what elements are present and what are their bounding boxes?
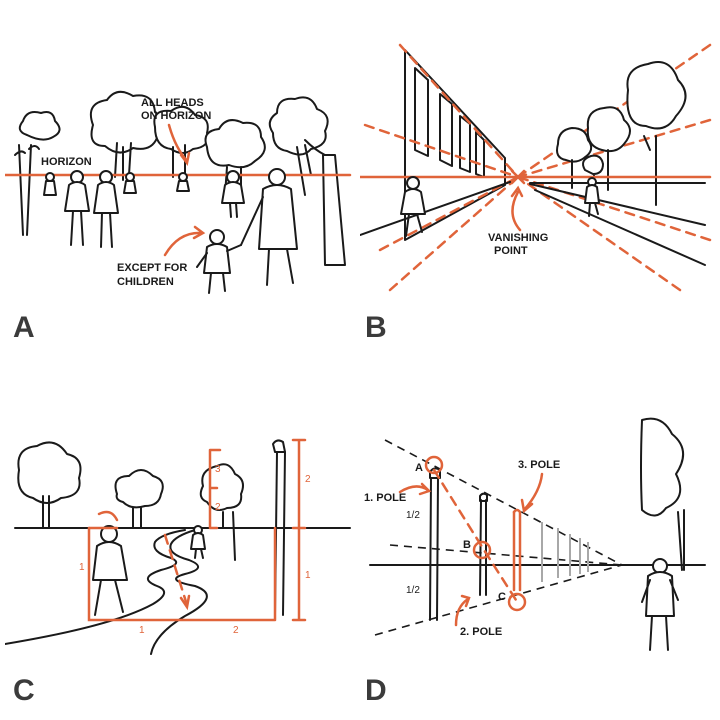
point-a-label: A xyxy=(415,462,423,474)
vanishing-point-label-line1: VANISHING xyxy=(488,232,548,244)
pole-1 xyxy=(429,467,441,621)
person-icon xyxy=(176,172,190,192)
measurement-box xyxy=(87,526,277,622)
tree-icon xyxy=(18,111,61,141)
marker-b xyxy=(472,540,492,560)
tree-icon xyxy=(268,96,329,196)
building-icon xyxy=(404,49,506,241)
vanishing-point-arrow xyxy=(510,185,524,232)
pole-3-label: 3. POLE xyxy=(518,459,560,471)
person-icon xyxy=(92,525,128,616)
tree-measure-2: 2 xyxy=(215,502,221,513)
perspective-guide xyxy=(363,123,520,179)
pole-measure-2: 2 xyxy=(305,474,311,485)
tree-icon xyxy=(114,469,164,529)
path-arrow xyxy=(163,533,189,607)
panel-c-illustration: 1 1 2 3 2 2 1 xyxy=(5,438,351,655)
perspective-guide xyxy=(388,175,520,292)
person-icon xyxy=(221,170,245,218)
pole1-arrow xyxy=(398,482,432,496)
diagonal-construction xyxy=(432,468,518,602)
person-icon xyxy=(641,558,679,651)
pole2-arrow xyxy=(454,594,471,627)
vanishing-point-label-line2: POINT xyxy=(494,245,528,257)
perspective-guide xyxy=(384,439,623,566)
perspective-guide xyxy=(389,544,623,566)
perspective-guide xyxy=(374,564,623,636)
winding-path xyxy=(150,529,208,655)
children-arrow xyxy=(163,225,206,257)
panel-b-letter: B xyxy=(365,311,387,344)
measure-left-1: 1 xyxy=(79,562,85,573)
all-heads-arrow xyxy=(167,123,191,166)
person-icon xyxy=(584,177,600,217)
panel-d-illustration: A B C 1. POLE 3. POLE 2. POLE 1/2 1/2 xyxy=(364,417,706,651)
measure-bottom-2: 2 xyxy=(233,625,239,636)
panel-a-illustration: HORIZON ALL HEADS ON HORIZON EXCEPT FOR … xyxy=(5,90,352,294)
person-icon xyxy=(400,176,426,237)
tree-icon xyxy=(640,417,685,571)
perspective-guide xyxy=(516,175,712,242)
panel-a-letter: A xyxy=(13,311,35,344)
child-figure xyxy=(196,229,242,294)
tree-icon xyxy=(626,61,687,206)
person-icon xyxy=(123,172,137,194)
path-arrow-head xyxy=(179,594,191,611)
pole-1-label: 1. POLE xyxy=(364,492,406,504)
lamp-pole-icon xyxy=(272,439,286,616)
adult-figure xyxy=(240,168,298,286)
pole-2-label: 2. POLE xyxy=(460,626,502,638)
all-heads-label-line2: ON HORIZON xyxy=(141,110,211,122)
person-arrow xyxy=(97,510,119,522)
all-heads-label-line1: ALL HEADS xyxy=(141,97,204,109)
pole-2 xyxy=(479,492,488,596)
pole3-arrow xyxy=(520,472,544,514)
person-icon xyxy=(93,170,119,248)
half-top-label: 1/2 xyxy=(406,510,420,521)
tree-trunk-right xyxy=(304,139,346,266)
pole-measure xyxy=(291,438,307,622)
measure-bottom-1: 1 xyxy=(139,625,145,636)
pole-measure-1: 1 xyxy=(305,570,311,581)
path-line xyxy=(360,181,706,266)
horizon-label: HORIZON xyxy=(41,156,92,168)
marker-a xyxy=(424,455,444,475)
tree-trunk-left xyxy=(14,144,40,236)
except-children-label-line2: CHILDREN xyxy=(117,276,174,288)
person-icon xyxy=(64,170,90,246)
except-children-label-line1: EXCEPT FOR xyxy=(117,262,187,274)
tree-icon xyxy=(17,441,82,529)
perspective-guide xyxy=(378,175,520,252)
perspective-guide xyxy=(398,43,520,179)
person-icon xyxy=(190,525,206,559)
point-b-label: B xyxy=(463,539,471,551)
tree-icon xyxy=(199,463,244,561)
faded-poles xyxy=(541,522,589,582)
winding-path xyxy=(5,529,186,645)
tree-measure xyxy=(208,448,222,530)
point-c-label: C xyxy=(498,591,506,603)
panel-d-letter: D xyxy=(365,674,387,707)
marker-c xyxy=(507,592,527,612)
perspective-guide xyxy=(516,175,682,292)
half-bottom-label: 1/2 xyxy=(406,585,420,596)
panel-c-letter: C xyxy=(13,674,35,707)
pole-3 xyxy=(512,508,522,592)
panel-b-illustration: VANISHING POINT xyxy=(360,43,712,292)
tree-measure-3: 3 xyxy=(215,464,221,475)
vanishing-point-marker xyxy=(510,169,526,185)
person-icon xyxy=(43,172,57,196)
